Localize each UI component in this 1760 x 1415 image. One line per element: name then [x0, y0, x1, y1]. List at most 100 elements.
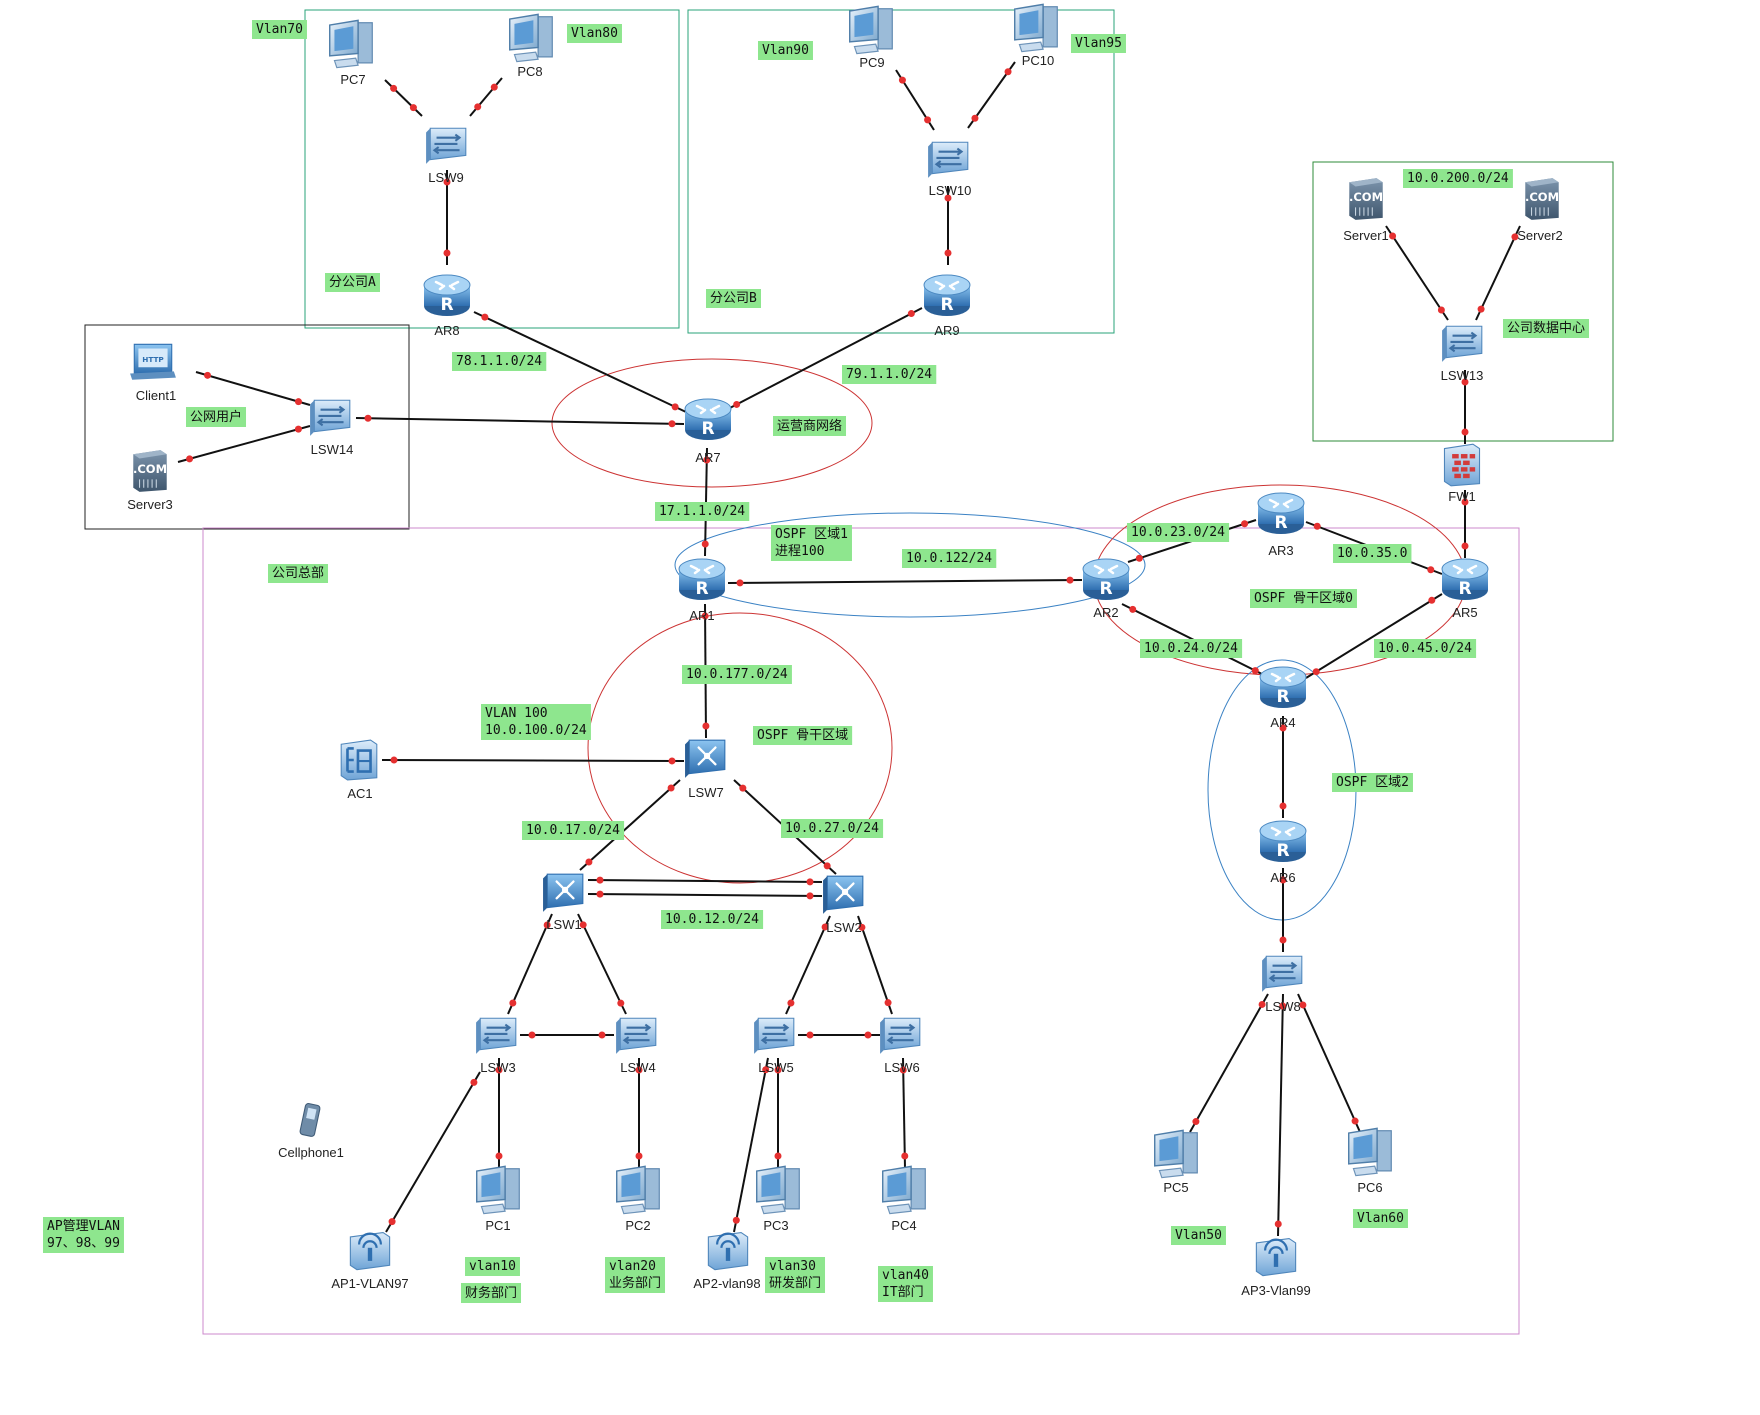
- tag-public-users: 公网用户: [186, 407, 247, 427]
- device-label: LSW14: [311, 442, 354, 457]
- port-dot: [390, 756, 398, 764]
- device-cellphone1[interactable]: Cellphone1: [278, 1102, 344, 1160]
- device-pc6[interactable]: PC6: [1348, 1127, 1392, 1195]
- device-lsw4[interactable]: LSW4: [615, 1017, 657, 1075]
- tag-net45: 10.0.45.0/24: [1374, 639, 1477, 658]
- device-lsw8[interactable]: LSW8: [1261, 955, 1303, 1014]
- device-ar7[interactable]: AR7: [683, 397, 733, 465]
- port-dot: [1279, 1002, 1287, 1010]
- port-dot: [701, 540, 709, 548]
- device-lsw2[interactable]: LSW2: [821, 874, 865, 935]
- device-ap1[interactable]: AP1-VLAN97: [331, 1231, 409, 1291]
- device-pc10[interactable]: PC10: [1014, 3, 1058, 68]
- device-label: PC7: [340, 72, 365, 87]
- port-dot: [495, 1152, 503, 1160]
- device-client1[interactable]: Client1: [129, 343, 177, 403]
- devices: PC7 PC8 PC9 PC10 LSW9 LSW10 AR8 AR9 AR7 …: [127, 3, 1563, 1298]
- port-dot: [884, 999, 892, 1007]
- device-ar3[interactable]: AR3: [1256, 491, 1306, 558]
- svg-text:10.0.23.0/24: 10.0.23.0/24: [1131, 525, 1225, 540]
- device-fw1[interactable]: FW1: [1443, 443, 1481, 504]
- port-dot: [762, 1066, 770, 1074]
- device-pc2[interactable]: PC2: [616, 1165, 660, 1233]
- svg-text:10.0.177.0/24: 10.0.177.0/24: [686, 667, 788, 682]
- tag-branch-b: 分公司B: [706, 289, 762, 308]
- port-dot: [1461, 498, 1469, 506]
- device-lsw6[interactable]: LSW6: [879, 1017, 921, 1075]
- device-lsw14[interactable]: LSW14: [309, 399, 354, 457]
- port-dot: [668, 757, 676, 765]
- tag-net122: 10.0.122/24: [902, 549, 997, 568]
- link-ar8-ar7: [473, 311, 687, 413]
- device-ap3[interactable]: AP3-Vlan99: [1241, 1237, 1311, 1298]
- device-pc4[interactable]: PC4: [882, 1165, 926, 1233]
- port-dot: [1258, 1000, 1266, 1008]
- port-dot: [543, 921, 551, 929]
- device-lsw10[interactable]: LSW10: [927, 141, 971, 198]
- device-lsw7[interactable]: LSW7: [683, 738, 727, 800]
- device-lsw9[interactable]: LSW9: [425, 127, 467, 185]
- port-dot: [898, 76, 906, 84]
- pc-icon: [509, 13, 553, 63]
- port-dot: [1279, 802, 1287, 810]
- svg-text:Vlan60: Vlan60: [1357, 1211, 1404, 1226]
- device-server1[interactable]: Server1: [1343, 177, 1389, 243]
- branch-a-box: [304, 9, 680, 329]
- svg-text:10.0.45.0/24: 10.0.45.0/24: [1378, 641, 1472, 656]
- router-icon: [1256, 491, 1306, 536]
- device-ar5[interactable]: AR5: [1440, 557, 1490, 620]
- device-pc1[interactable]: PC1: [476, 1165, 520, 1233]
- link-ports: [186, 68, 1519, 1228]
- device-label: AR3: [1268, 543, 1293, 558]
- device-ar4[interactable]: AR4: [1258, 665, 1308, 730]
- port-dot: [1427, 566, 1435, 574]
- device-lsw3[interactable]: LSW3: [475, 1017, 517, 1075]
- device-label: AR8: [434, 323, 459, 338]
- link-pc7-lsw9: [384, 79, 423, 117]
- cellphone-icon: [298, 1102, 322, 1138]
- link-lsw1-lsw3: [507, 913, 553, 1015]
- port-dot: [1389, 232, 1397, 240]
- pc-icon: [1154, 1129, 1198, 1179]
- device-ar2[interactable]: AR2: [1081, 557, 1131, 620]
- switch-icon: [425, 127, 467, 165]
- port-dot: [490, 83, 498, 91]
- link-client1-lsw14: [195, 371, 311, 406]
- tag-branch-a: 分公司A: [325, 273, 381, 292]
- device-ar9[interactable]: AR9: [922, 273, 972, 338]
- tag-net1017: 10.0.17.0/24: [522, 821, 625, 840]
- device-lsw1[interactable]: LSW1: [541, 872, 585, 932]
- device-label: AP2-vlan98: [693, 1276, 760, 1291]
- device-ar1[interactable]: AR1: [677, 557, 727, 623]
- device-label: LSW1: [546, 917, 581, 932]
- router-icon: [1440, 557, 1490, 602]
- router-icon: [1258, 819, 1308, 864]
- port-dot: [388, 1218, 396, 1226]
- device-pc7[interactable]: PC7: [329, 19, 373, 87]
- switch-icon: [475, 1017, 517, 1055]
- port-dot: [1192, 1118, 1200, 1126]
- device-lsw5[interactable]: LSW5: [753, 1017, 795, 1075]
- device-pc3[interactable]: PC3: [756, 1165, 800, 1233]
- device-pc5[interactable]: PC5: [1154, 1129, 1198, 1195]
- tag-net78: 78.1.1.0/24: [452, 352, 547, 371]
- access-controller-icon: [339, 738, 379, 782]
- link-ar9-ar7: [725, 307, 923, 411]
- port-dot: [186, 455, 194, 463]
- device-ar6[interactable]: AR6: [1258, 819, 1308, 885]
- device-server2[interactable]: Server2: [1517, 177, 1563, 243]
- device-pc8[interactable]: PC8: [509, 13, 553, 79]
- device-lsw13[interactable]: LSW13: [1441, 325, 1484, 383]
- svg-text:Vlan70: Vlan70: [256, 22, 303, 37]
- device-ac1[interactable]: AC1: [339, 738, 379, 801]
- device-pc9[interactable]: PC9: [849, 5, 893, 70]
- device-ap2[interactable]: AP2-vlan98: [693, 1231, 761, 1291]
- tag-ospf-backbone: OSPF 骨干区域: [753, 726, 853, 745]
- device-label: AR1: [689, 608, 714, 623]
- router-icon: [677, 557, 727, 602]
- link-lsw14-ar7: [355, 417, 685, 425]
- device-ar8[interactable]: AR8: [422, 273, 472, 338]
- device-server3[interactable]: Server3: [127, 449, 173, 512]
- router-icon: [922, 273, 972, 318]
